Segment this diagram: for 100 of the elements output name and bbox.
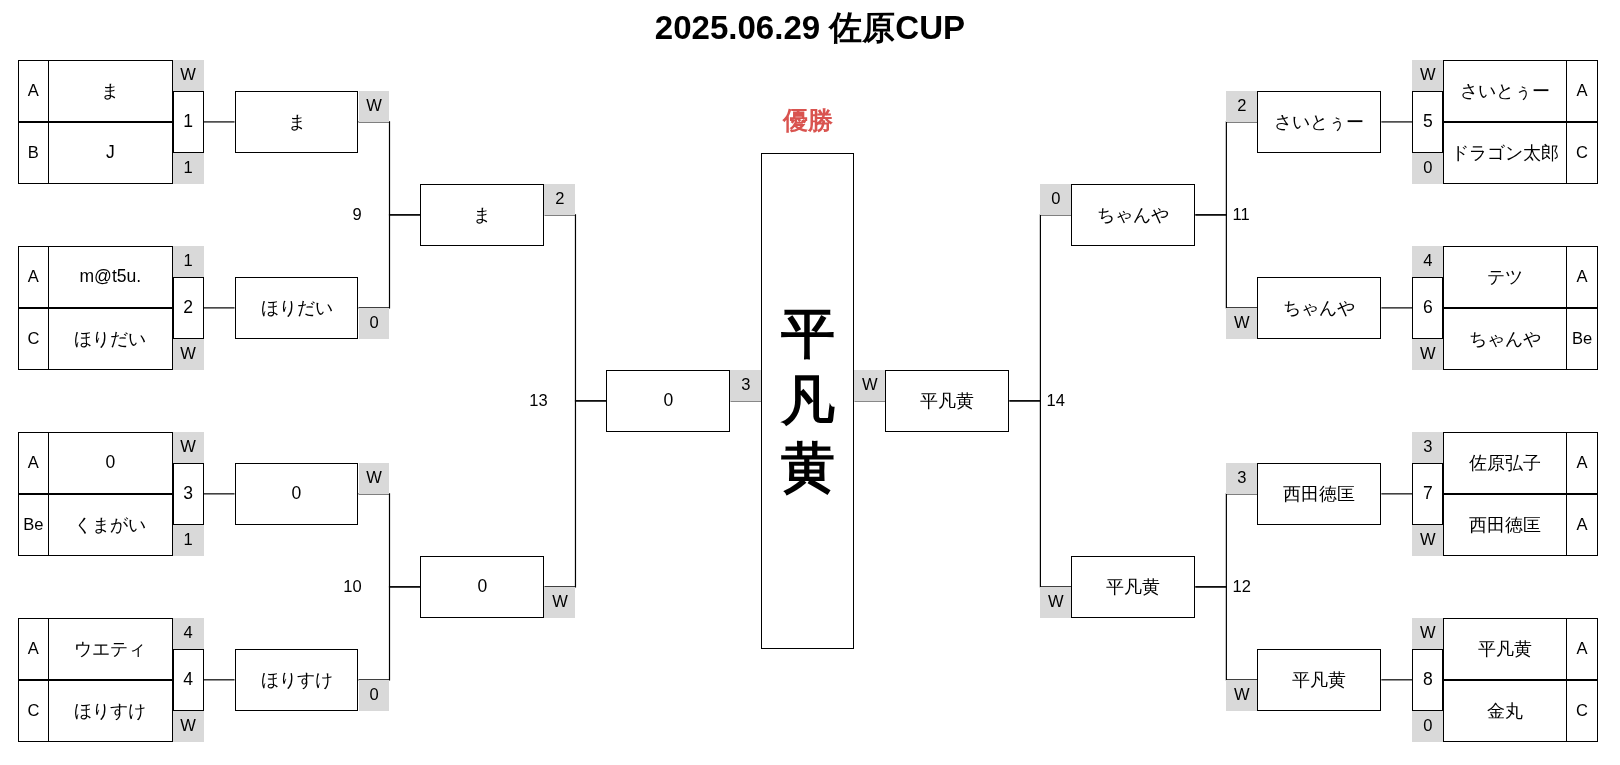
score-badge: 3 bbox=[1226, 462, 1258, 494]
match-number-box: 4 bbox=[172, 648, 204, 711]
score-badge: W bbox=[854, 369, 886, 401]
player-row bbox=[1443, 121, 1599, 184]
score-badge: W bbox=[1040, 586, 1072, 618]
bracket-line bbox=[729, 400, 763, 402]
seed-letter: A bbox=[18, 246, 50, 307]
player-row bbox=[1443, 617, 1599, 680]
winner-box: 0 bbox=[234, 462, 359, 525]
player-row bbox=[17, 493, 173, 556]
score-badge: W bbox=[358, 462, 390, 494]
player-row bbox=[1443, 245, 1599, 308]
player-row bbox=[1443, 307, 1599, 370]
player-name: J bbox=[104, 141, 116, 165]
player-name: m@t5u. bbox=[78, 265, 143, 289]
player-row bbox=[1443, 679, 1599, 742]
seed-letter: A bbox=[18, 618, 50, 679]
score-badge: 2 bbox=[544, 183, 576, 215]
winner-box: 0 bbox=[420, 555, 545, 618]
match-number-box: 1 bbox=[172, 90, 204, 153]
seed-letter: A bbox=[1575, 637, 1589, 660]
match-number-box: 5 bbox=[1412, 90, 1444, 153]
score-badge: W bbox=[544, 586, 576, 618]
score-badge: 0 bbox=[1412, 152, 1444, 184]
match-number-box: 8 bbox=[1412, 648, 1444, 711]
winner-box: ま bbox=[420, 183, 545, 246]
match-number: 14 bbox=[1046, 390, 1065, 412]
player-row bbox=[1443, 59, 1599, 122]
player-row bbox=[1443, 431, 1599, 494]
score-badge: W bbox=[1412, 59, 1444, 91]
winner-box: 平凡黄 bbox=[1257, 648, 1382, 711]
score-badge: W bbox=[1226, 679, 1258, 711]
title: 2025.06.29 佐原CUP bbox=[653, 8, 967, 49]
player-name: 0 bbox=[104, 451, 117, 475]
seed-letter: B bbox=[18, 122, 50, 183]
match-number-box: 3 bbox=[172, 462, 204, 525]
seed-letter: Be bbox=[18, 494, 50, 555]
bracket-line bbox=[853, 400, 886, 402]
player-row bbox=[17, 245, 173, 308]
bracket-line bbox=[202, 307, 236, 309]
player-name: ちゃんや bbox=[1444, 308, 1567, 369]
score-badge: W bbox=[172, 59, 204, 91]
seed-letter: A bbox=[1575, 79, 1589, 102]
score-badge: W bbox=[1412, 338, 1444, 370]
winner-box: 平凡黄 bbox=[885, 369, 1010, 432]
bracket-line bbox=[202, 679, 236, 681]
match-number-box: 6 bbox=[1412, 276, 1444, 339]
winner-box: さいとぅー bbox=[1257, 90, 1382, 153]
seed-letter: C bbox=[18, 680, 50, 741]
winner-box: ほりすけ bbox=[234, 648, 359, 711]
score-badge: 0 bbox=[1040, 183, 1072, 215]
winner-heading: 優勝 bbox=[781, 106, 834, 137]
seed-letter: C bbox=[18, 308, 50, 369]
bracket-line bbox=[1380, 307, 1413, 309]
player-row bbox=[1443, 493, 1599, 556]
score-badge: 0 bbox=[358, 307, 390, 339]
score-badge: 4 bbox=[172, 617, 204, 649]
score-badge: 2 bbox=[1226, 90, 1258, 122]
player-row bbox=[17, 59, 173, 122]
seed-letter: A bbox=[18, 432, 50, 493]
player-row bbox=[17, 307, 173, 370]
score-badge: 1 bbox=[172, 245, 204, 277]
seed-letter: A bbox=[1575, 265, 1589, 288]
score-badge: W bbox=[1412, 524, 1444, 556]
score-badge: 3 bbox=[730, 369, 762, 401]
bracket-line bbox=[1380, 679, 1413, 681]
champion-name: 平凡黄 bbox=[779, 302, 836, 500]
player-name: くまがい bbox=[73, 513, 148, 537]
winner-box: ちゃんや bbox=[1071, 183, 1196, 246]
bracket-line bbox=[1380, 121, 1413, 123]
seed-letter: A bbox=[1575, 451, 1589, 474]
player-name: テツ bbox=[1444, 246, 1567, 307]
player-row bbox=[17, 679, 173, 742]
player-row bbox=[17, 431, 173, 494]
player-name: さいとぅー bbox=[1444, 60, 1567, 121]
match-number-box: 7 bbox=[1412, 462, 1444, 525]
seed-letter: A bbox=[1575, 513, 1589, 536]
player-row bbox=[17, 617, 173, 680]
score-badge: 0 bbox=[358, 679, 390, 711]
player-name: ドラゴン太郎 bbox=[1444, 122, 1567, 183]
match-number: 13 bbox=[529, 390, 548, 412]
winner-box: 西田徳匡 bbox=[1257, 462, 1382, 525]
seed-letter: A bbox=[18, 60, 50, 121]
winner-box: ま bbox=[234, 90, 359, 153]
match-number: 12 bbox=[1232, 576, 1251, 598]
match-number: 9 bbox=[352, 204, 362, 226]
player-name: ほりだい bbox=[73, 327, 148, 351]
match-number: 10 bbox=[343, 576, 362, 598]
player-name: 平凡黄 bbox=[1444, 618, 1567, 679]
score-badge: W bbox=[1226, 307, 1258, 339]
player-name: ほりすけ bbox=[73, 699, 148, 723]
seed-letter: C bbox=[1575, 699, 1589, 722]
player-row bbox=[17, 121, 173, 184]
match-number: 11 bbox=[1232, 204, 1250, 226]
bracket-line bbox=[202, 121, 236, 123]
score-badge: W bbox=[172, 431, 204, 463]
score-badge: W bbox=[1412, 617, 1444, 649]
score-badge: 3 bbox=[1412, 431, 1444, 463]
score-badge: W bbox=[358, 90, 390, 122]
player-name: ウエティ bbox=[73, 637, 148, 661]
